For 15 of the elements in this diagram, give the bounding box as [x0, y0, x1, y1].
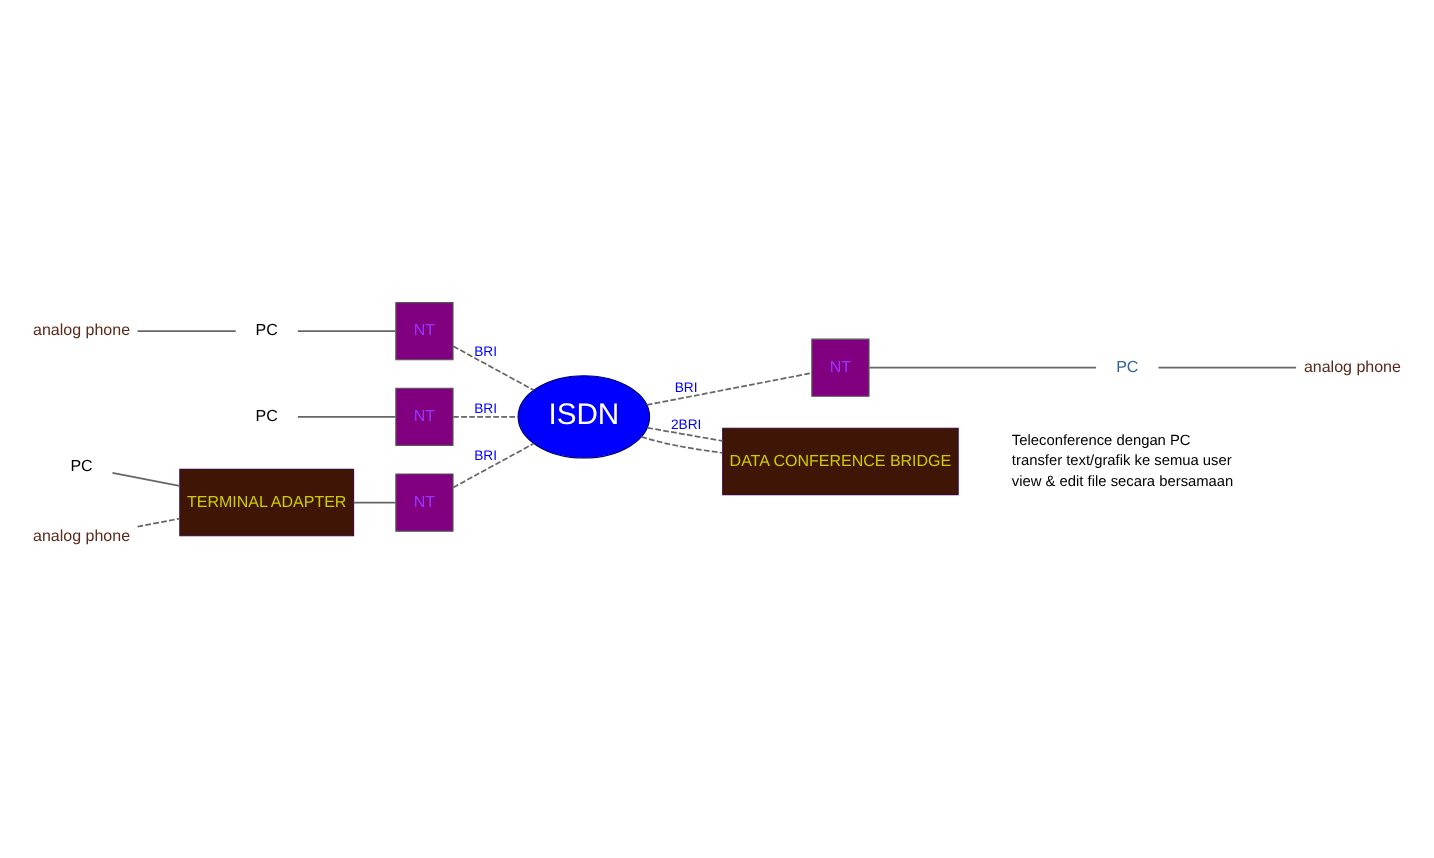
node-ellipse: ISDN [517, 374, 651, 458]
connector [868, 365, 1097, 368]
connector [296, 329, 397, 331]
connector [452, 441, 535, 488]
connector [640, 435, 724, 453]
connector [296, 415, 397, 417]
connector [352, 500, 397, 503]
connector [136, 329, 237, 331]
connector [646, 425, 724, 441]
connector [136, 516, 181, 527]
connector [1157, 365, 1297, 368]
connector [646, 371, 813, 405]
connector [452, 415, 519, 417]
connector [111, 471, 181, 486]
connector [452, 344, 535, 390]
